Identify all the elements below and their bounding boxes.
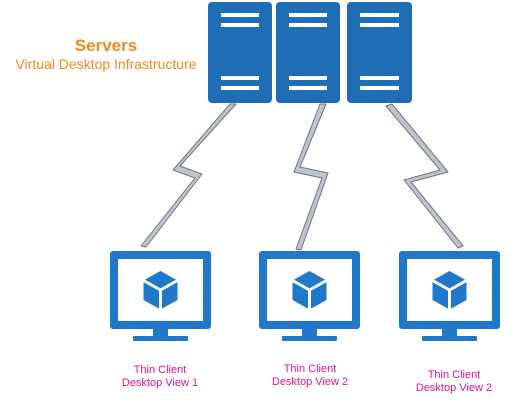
server-slot bbox=[221, 76, 259, 80]
server-slot bbox=[289, 13, 327, 17]
server-slot bbox=[221, 23, 259, 27]
servers-group bbox=[208, 2, 412, 103]
server-slot bbox=[360, 13, 399, 17]
server-slot bbox=[289, 86, 327, 90]
server-tower-1 bbox=[208, 2, 272, 103]
monitor-neck bbox=[302, 329, 317, 336]
monitor-neck bbox=[153, 329, 168, 336]
cube-icon bbox=[291, 271, 328, 310]
server-slot bbox=[360, 23, 399, 27]
thin-client-monitor-2 bbox=[259, 251, 360, 341]
thin-client-monitor-1 bbox=[110, 251, 211, 341]
client-label-line2: Desktop View 1 bbox=[121, 377, 199, 389]
server-slot bbox=[360, 86, 399, 90]
server-slot bbox=[221, 13, 259, 17]
servers-title: Servers bbox=[74, 36, 138, 55]
server-slot bbox=[360, 76, 399, 80]
lightning-link-icon bbox=[140, 103, 237, 248]
monitor-base bbox=[422, 336, 477, 341]
client-label-line2: Desktop View 2 bbox=[271, 376, 349, 388]
client-label-line1: Thin Client bbox=[133, 364, 187, 376]
connections-layer bbox=[140, 103, 464, 251]
client-label-3: Thin Client Desktop View 2 bbox=[394, 369, 513, 395]
lightning-link-icon bbox=[293, 103, 329, 251]
clients-group bbox=[110, 251, 500, 341]
server-tower-2 bbox=[276, 2, 340, 103]
server-slot bbox=[221, 86, 259, 90]
server-slot bbox=[289, 76, 327, 80]
servers-title-block: Servers Virtual Desktop Infrastructure bbox=[0, 36, 212, 72]
client-label-line1: Thin Client bbox=[283, 363, 337, 375]
client-label-line1: Thin Client bbox=[427, 369, 481, 381]
server-tower-3 bbox=[347, 2, 412, 103]
client-label-1: Thin Client Desktop View 1 bbox=[100, 364, 220, 390]
cube-icon bbox=[142, 271, 179, 310]
thin-client-monitor-3 bbox=[399, 251, 500, 341]
monitor-neck bbox=[442, 329, 457, 336]
client-label-2: Thin Client Desktop View 2 bbox=[250, 363, 370, 389]
client-label-line2: Desktop View 2 bbox=[415, 382, 493, 394]
monitor-base bbox=[133, 336, 188, 341]
monitor-base bbox=[282, 336, 337, 341]
server-slot bbox=[289, 23, 327, 27]
cube-icon bbox=[431, 271, 468, 310]
lightning-link-icon bbox=[385, 103, 464, 249]
servers-subtitle: Virtual Desktop Infrastructure bbox=[15, 55, 197, 72]
